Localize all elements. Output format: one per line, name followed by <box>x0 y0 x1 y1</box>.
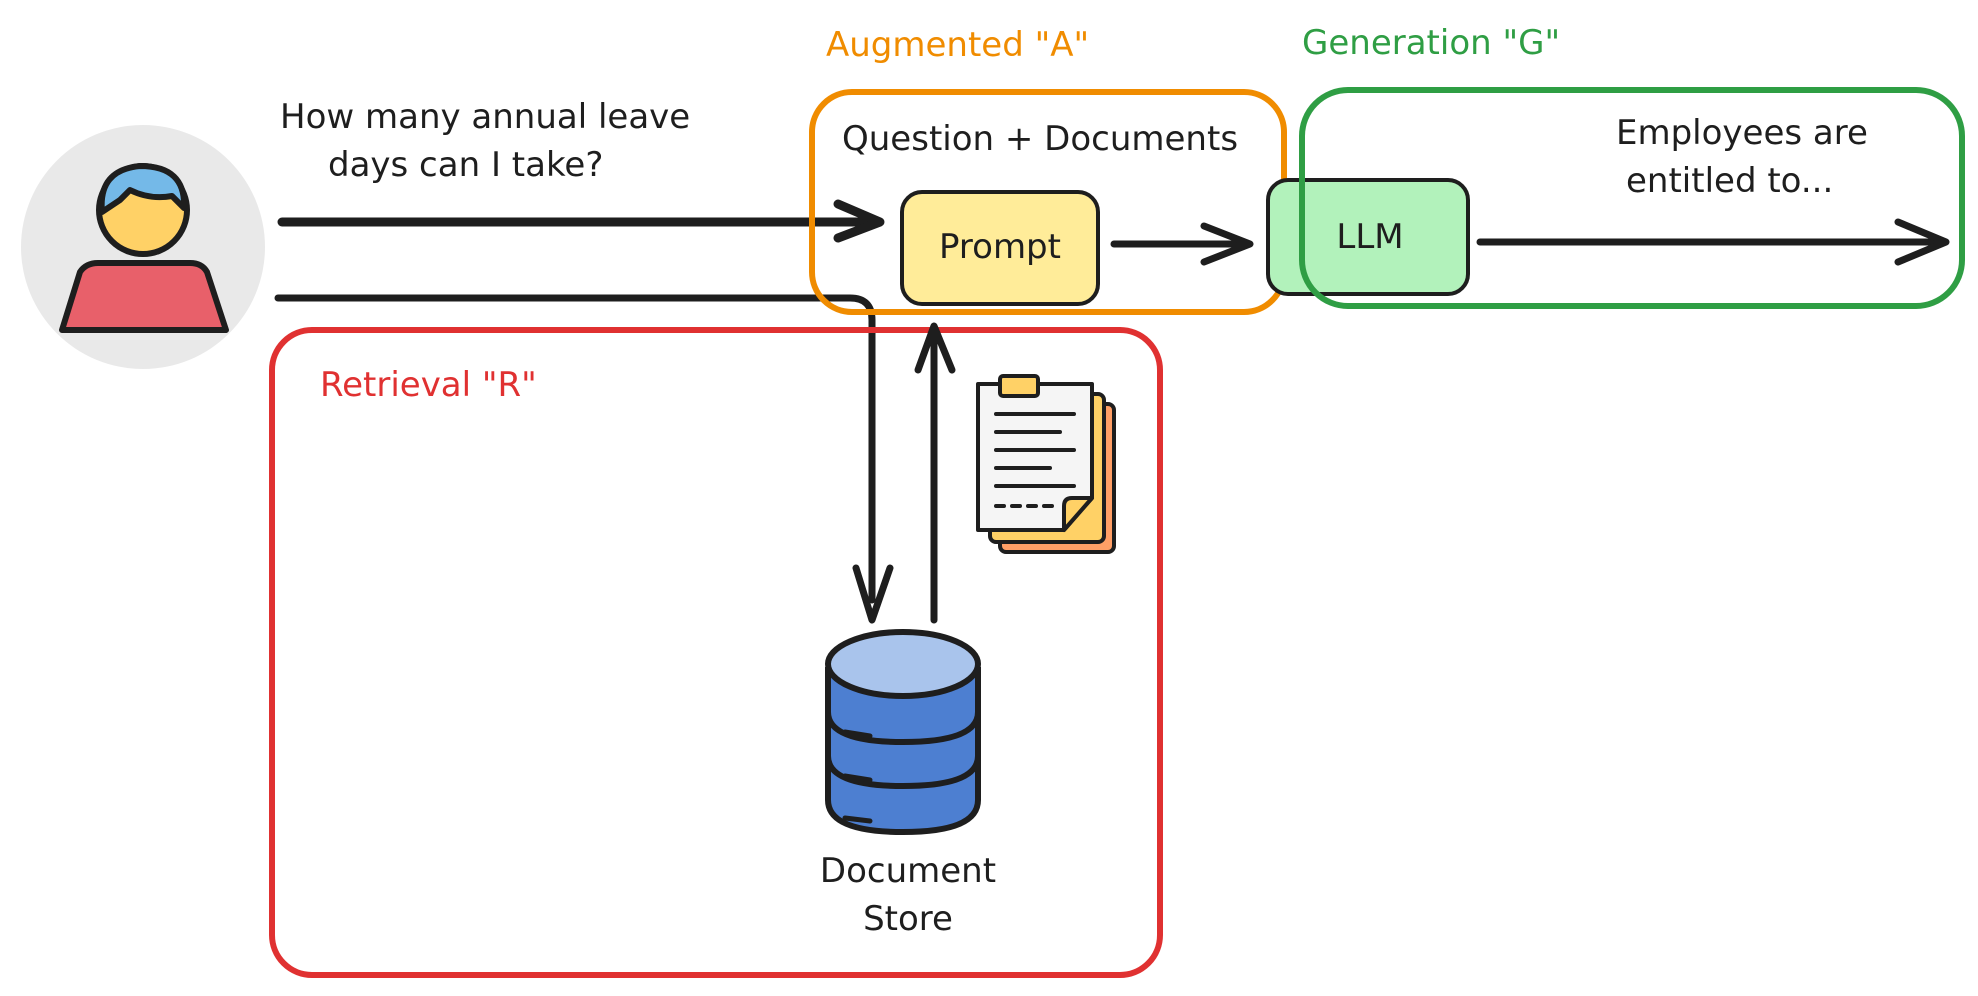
question-line2: days can I take? <box>328 145 603 185</box>
prompt-label: Prompt <box>939 227 1061 267</box>
user-avatar-icon <box>21 125 265 369</box>
prompt-box <box>900 190 1100 306</box>
database-icon <box>825 629 981 836</box>
question-line1: How many annual leave <box>280 97 690 137</box>
answer-line1: Employees are <box>1616 113 1868 153</box>
prompt-arrowhead <box>914 322 956 374</box>
retrieval-label: Retrieval "R" <box>320 365 537 405</box>
document-store-line2: Store <box>863 899 953 939</box>
generation-group <box>1299 87 1965 309</box>
llm-arrowhead <box>1200 222 1254 266</box>
document-store-line1: Document <box>820 851 996 891</box>
store-arrowhead <box>852 564 894 624</box>
answer-line2: entitled to... <box>1626 161 1833 201</box>
augmented-label: Augmented "A" <box>826 25 1089 65</box>
llm-box <box>1266 178 1470 296</box>
augmented-caption: Question + Documents <box>842 119 1238 159</box>
generation-label: Generation "G" <box>1302 23 1560 63</box>
llm-label: LLM <box>1336 217 1403 257</box>
retrieval-group <box>269 327 1163 978</box>
documents-icon <box>976 374 1116 554</box>
question-arrowhead <box>833 199 885 243</box>
question-to-store-line <box>274 294 876 604</box>
answer-arrowhead <box>1894 218 1950 266</box>
